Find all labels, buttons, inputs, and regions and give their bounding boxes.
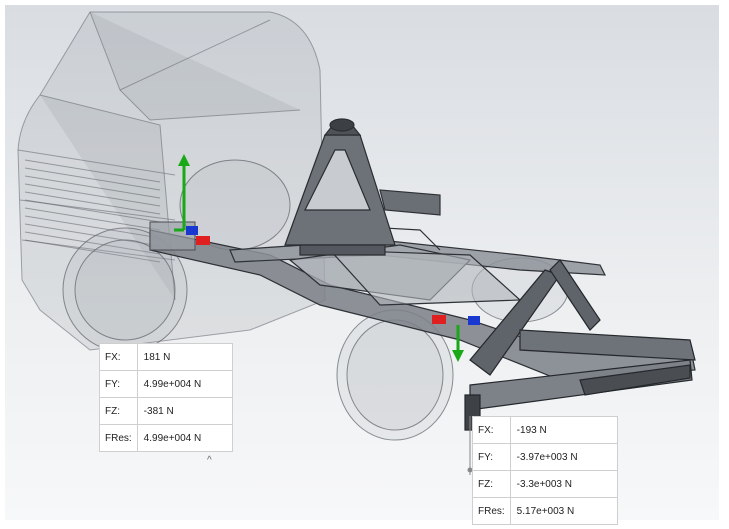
chassis-frame xyxy=(149,189,696,381)
cab-grille xyxy=(24,159,161,263)
reaction-force-table-front: FX: 181 N FY: 4.99e+004 N FZ: -381 N FRe… xyxy=(99,343,233,452)
table-row: FZ: -3.3e+003 N xyxy=(472,470,618,498)
table-row: FY: -3.97e+003 N xyxy=(472,443,618,471)
fy-label: FY: xyxy=(472,443,511,471)
fy-label: FY: xyxy=(99,370,138,398)
fz-label: FZ: xyxy=(472,470,511,498)
collapse-caret-icon[interactable]: ^ xyxy=(207,455,212,466)
reaction-force-table-rear: FX: -193 N FY: -3.97e+003 N FZ: -3.3e+00… xyxy=(472,416,618,525)
fx-value: 181 N xyxy=(136,343,233,371)
fres-label: FRes: xyxy=(472,497,511,525)
table-row: FX: 181 N xyxy=(99,343,233,371)
fz-label: FZ: xyxy=(99,397,138,425)
fx-label: FX: xyxy=(99,343,138,371)
table-row: FZ: -381 N xyxy=(99,397,233,425)
rear-frame xyxy=(464,259,696,431)
fy-value: 4.99e+004 N xyxy=(136,370,233,398)
table-row: FRes: 5.17e+003 N xyxy=(472,497,618,525)
fres-value: 5.17e+003 N xyxy=(509,497,618,525)
force-triad-rear xyxy=(432,315,480,362)
fz-value: -3.3e+003 N xyxy=(509,470,618,498)
fz-value: -381 N xyxy=(136,397,233,425)
fy-value: -3.97e+003 N xyxy=(509,443,618,471)
table-row: FX: -193 N xyxy=(472,416,618,444)
force-triad-front xyxy=(149,154,210,251)
jack-stand xyxy=(284,118,396,256)
wheels xyxy=(62,159,569,441)
table-row: FRes: 4.99e+004 N xyxy=(99,424,233,452)
fx-value: -193 N xyxy=(509,416,618,444)
table-row: FY: 4.99e+004 N xyxy=(99,370,233,398)
fx-label: FX: xyxy=(472,416,511,444)
fres-value: 4.99e+004 N xyxy=(136,424,233,452)
fres-label: FRes: xyxy=(99,424,138,452)
